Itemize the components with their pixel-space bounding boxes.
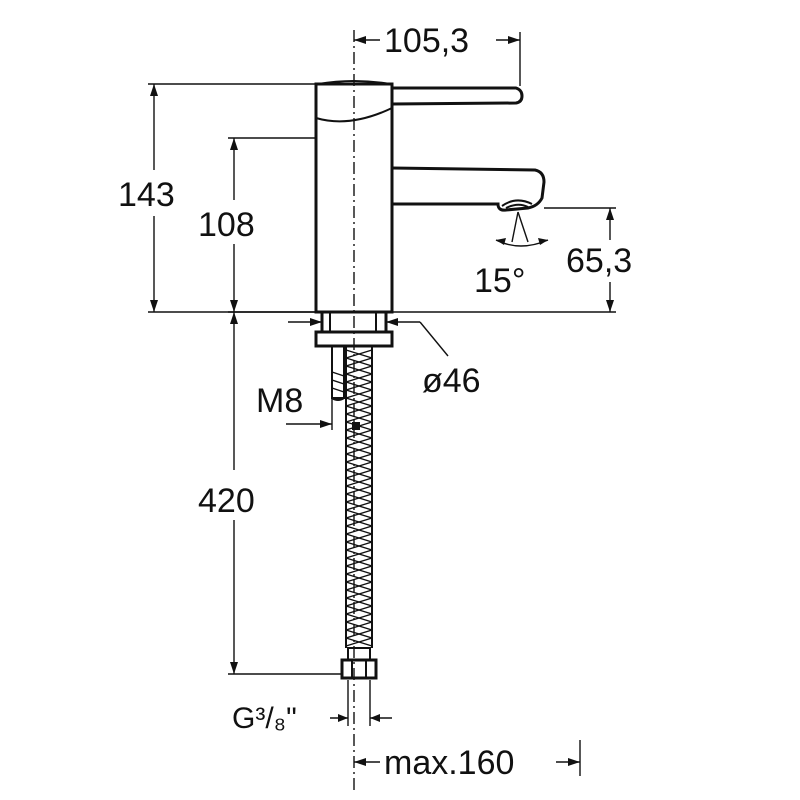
dim-spray-angle-label: 15° [474,262,525,300]
dim-spout-height-label: 108 [198,206,255,244]
spray-angle-marker [495,211,549,247]
dim-base-diameter: ø46 [288,318,481,400]
threaded-stud [331,345,345,401]
dim-hose-connection-label: G³/₈" [232,702,297,735]
dim-total-height: 143 [118,83,316,313]
dim-base-diameter-label: ø46 [422,362,481,400]
dim-hose-length-label: 420 [198,482,255,520]
dim-hose-connection: G³/₈" [232,680,392,735]
dim-spout-reach-label: 105,3 [384,22,469,60]
dim-stud-thread: M8 [256,382,333,430]
dim-outlet-height: 65,3 [392,207,632,313]
dim-total-height-label: 143 [118,176,175,214]
dim-max-offset: max.160 [354,740,581,782]
dim-max-offset-label: max.160 [384,744,514,782]
dim-hose-length: 420 [198,311,342,675]
dim-spout-reach: 105,3 [354,22,521,86]
braided-hose [345,346,373,648]
dim-outlet-height-label: 65,3 [566,242,632,280]
dim-spout-height: 108 [198,137,316,312]
hose-connector-nut [340,647,378,680]
dim-stud-thread-label: M8 [256,382,303,420]
